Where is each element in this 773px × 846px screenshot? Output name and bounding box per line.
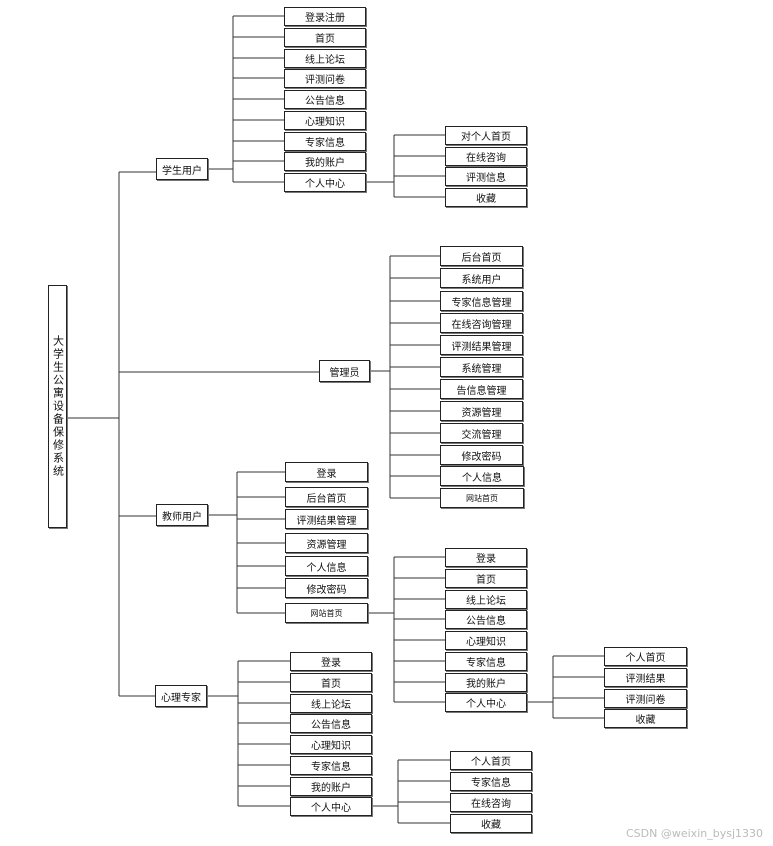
admin-item: 评测结果管理 — [440, 335, 523, 355]
teacher-center-item: 收藏 — [604, 709, 687, 728]
teacher-item: 后台首页 — [285, 487, 368, 507]
teacher-item: 评测结果管理 — [285, 509, 368, 529]
expert-item: 心理知识 — [290, 735, 372, 754]
expert-item: 首页 — [290, 673, 372, 692]
root-node: 大学生公寓设备保修系统 — [48, 285, 67, 528]
admin-item: 修改密码 — [440, 445, 523, 465]
teacher-center-item: 评测问卷 — [604, 689, 687, 708]
admin-item: 在线咨询管理 — [440, 313, 523, 333]
node-expert: 心理专家 — [155, 685, 207, 707]
teacher-item: 个人信息 — [285, 556, 368, 576]
admin-item: 交流管理 — [440, 423, 523, 443]
student-center-item: 收藏 — [445, 188, 527, 207]
expert-item: 个人中心 — [290, 797, 372, 816]
student-item: 公告信息 — [284, 90, 366, 109]
teacher-item: 资源管理 — [285, 533, 368, 553]
teacher-site-item: 个人中心 — [445, 693, 527, 712]
expert-item: 公告信息 — [290, 714, 372, 733]
student-item: 线上论坛 — [284, 49, 366, 68]
student-item: 评测问卷 — [284, 69, 366, 88]
admin-item: 系统用户 — [440, 268, 523, 288]
student-item: 首页 — [284, 28, 366, 47]
teacher-item: 登录 — [285, 462, 368, 482]
teacher-site-item: 线上论坛 — [445, 590, 527, 609]
teacher-site-item: 登录 — [445, 548, 527, 567]
teacher-site-item: 公告信息 — [445, 610, 527, 629]
admin-item: 网站首页 — [440, 488, 524, 508]
expert-center-item: 收藏 — [450, 814, 532, 833]
teacher-site-item: 首页 — [445, 569, 527, 588]
watermark: CSDN @weixin_bysj1330 — [626, 827, 763, 840]
student-item: 登录注册 — [284, 7, 366, 26]
student-item: 专家信息 — [284, 132, 366, 151]
admin-item: 后台首页 — [440, 246, 523, 266]
teacher-site-item: 专家信息 — [445, 652, 527, 671]
expert-center-item: 在线咨询 — [450, 793, 532, 812]
expert-item: 我的账户 — [290, 777, 372, 796]
teacher-center-item: 评测结果 — [604, 668, 687, 687]
student-center-item: 在线咨询 — [445, 147, 527, 166]
student-item: 心理知识 — [284, 111, 366, 130]
teacher-item: 修改密码 — [285, 578, 368, 598]
node-teacher: 教师用户 — [156, 504, 208, 526]
admin-item: 资源管理 — [440, 401, 523, 421]
student-center-item: 评测信息 — [445, 167, 527, 186]
node-admin: 管理员 — [319, 360, 370, 382]
expert-center-item: 个人首页 — [450, 751, 532, 770]
student-center-item: 对个人首页 — [445, 126, 527, 145]
admin-item: 专家信息管理 — [440, 291, 523, 311]
teacher-site-item: 我的账户 — [445, 673, 527, 692]
teacher-center-item: 个人首页 — [604, 647, 687, 666]
expert-item: 线上论坛 — [290, 694, 372, 713]
admin-item: 告信息管理 — [440, 379, 523, 399]
expert-item: 专家信息 — [290, 756, 372, 775]
node-student: 学生用户 — [156, 158, 208, 180]
admin-item: 个人信息 — [440, 466, 524, 486]
expert-item: 登录 — [290, 652, 372, 671]
admin-item: 系统管理 — [440, 357, 523, 377]
student-item: 我的账户 — [284, 152, 366, 171]
teacher-item: 网站首页 — [285, 603, 368, 623]
student-item: 个人中心 — [284, 173, 366, 192]
expert-center-item: 专家信息 — [450, 772, 532, 791]
teacher-site-item: 心理知识 — [445, 631, 527, 650]
